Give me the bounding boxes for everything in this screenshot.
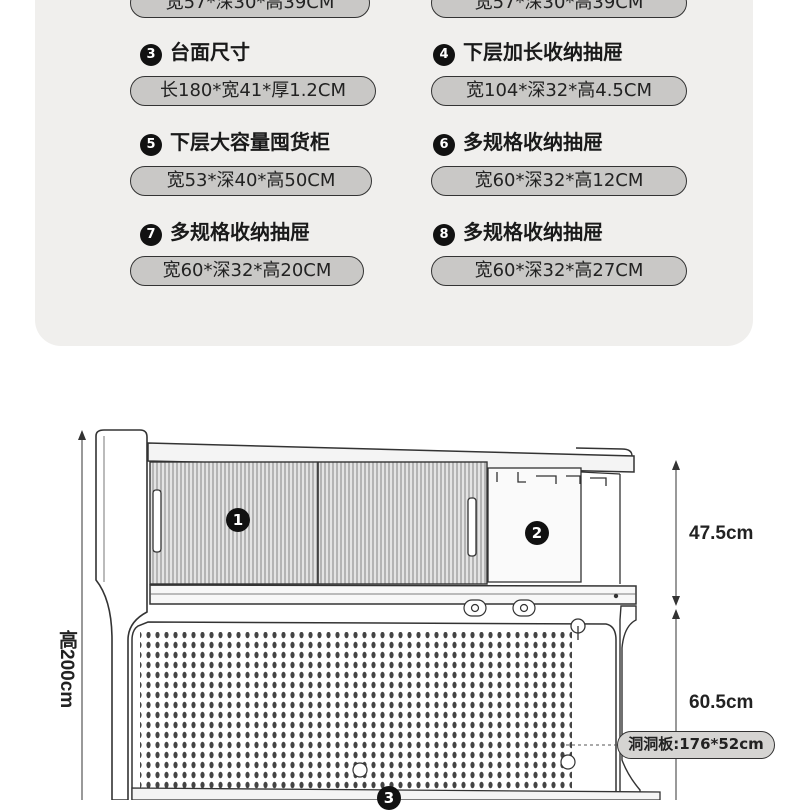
upper-height-dimension [672, 460, 680, 606]
middle-height-label: 60.5cm [689, 692, 754, 713]
number-3-badge: 3 [140, 44, 162, 66]
number-7-badge: 7 [140, 224, 162, 246]
spec-pill-5: 宽53*深40*高50CM [130, 166, 372, 196]
total-height-label: 高200cm [56, 630, 77, 709]
sliding-door-cabinet [149, 461, 488, 585]
total-height-dimension [78, 430, 86, 800]
number-8-badge: 8 [433, 224, 455, 246]
power-sockets [463, 599, 536, 617]
spec-pill-1: 宽57*深30*高39CM [130, 0, 370, 18]
spec-pill-4: 宽104*深32*高4.5CM [431, 76, 687, 106]
marker-3: 3 [377, 786, 401, 810]
open-compartment [487, 467, 621, 584]
spec-pill-8: 宽60*深32*高27CM [431, 256, 687, 286]
number-4-badge: 4 [433, 44, 455, 66]
pegboard-size-label: 洞洞板:176*52cm [617, 731, 775, 759]
upper-height-label: 47.5cm [689, 523, 754, 544]
spec-pill-7: 宽60*深32*高20CM [130, 256, 364, 286]
number-5-badge: 5 [140, 134, 162, 156]
spec-pill-2: 宽57*深30*高39CM [431, 0, 687, 18]
spec-pill-3: 长180*宽41*厚1.2CM [130, 76, 376, 106]
top-shelf [147, 442, 635, 473]
middle-height-dimension [672, 609, 680, 800]
pegboard-hooks [352, 754, 576, 778]
marker-2: 2 [525, 521, 549, 545]
right-side-panel [619, 605, 641, 800]
middle-shelf [149, 584, 637, 605]
marker-1: 1 [226, 508, 250, 532]
left-side-panel [95, 429, 148, 800]
spec-pill-6: 宽60*深32*高12CM [431, 166, 687, 196]
number-6-badge: 6 [433, 134, 455, 156]
